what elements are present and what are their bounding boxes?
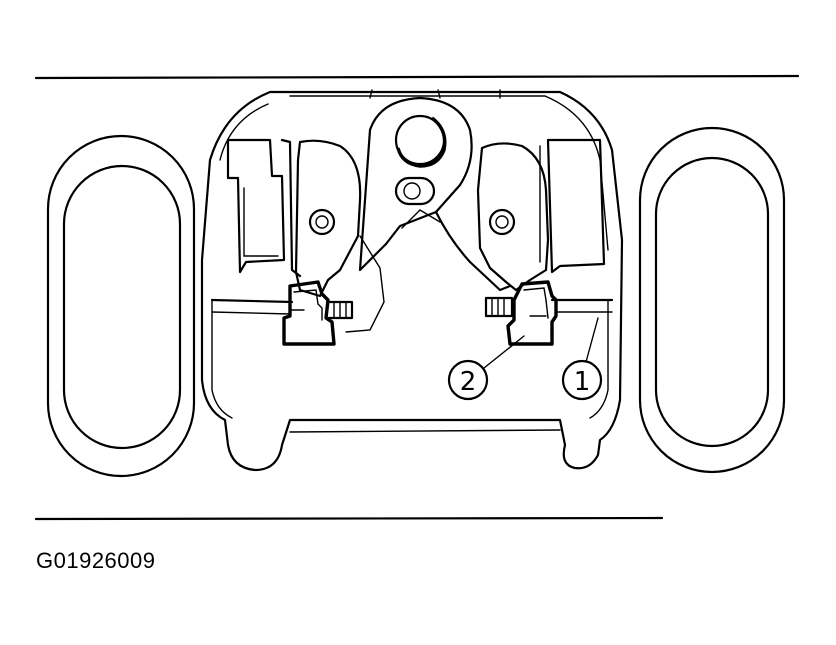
callout-2-leader [483, 335, 525, 369]
callout-2: 2 [447, 335, 525, 401]
callout-1-label: 1 [574, 367, 591, 397]
callout-2-circle [447, 359, 489, 401]
right-catch [476, 142, 550, 292]
callout-1-leader [585, 317, 599, 363]
top-rule [34, 74, 800, 80]
central-pawl [358, 96, 512, 292]
bottom-rule [34, 516, 664, 521]
left-clip [282, 280, 354, 346]
latch-housing [200, 89, 624, 472]
right-bracket [539, 138, 606, 274]
right-clip [484, 280, 558, 346]
figure-id: G01926009 [36, 548, 156, 573]
left-bracket [226, 138, 302, 278]
callout-2-label: 2 [460, 367, 477, 397]
callout-1: 1 [561, 317, 603, 401]
right-oval [638, 126, 786, 474]
left-oval [46, 134, 196, 478]
callout-1-circle [561, 359, 603, 401]
